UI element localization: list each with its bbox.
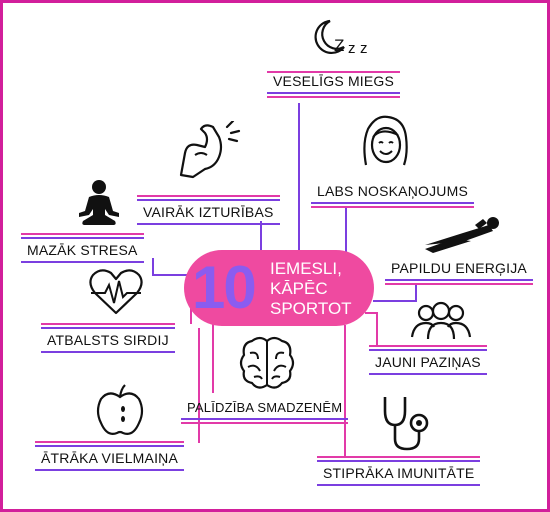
hub-line-2: KĀPĒC — [270, 279, 328, 298]
svg-text:z: z — [348, 40, 356, 57]
heart-pulse-icon — [89, 269, 143, 315]
sleep-zzz-icon: Z z z — [314, 19, 368, 57]
label-metabolism: ĀTRĀKA VIELMAIŅA — [35, 441, 185, 471]
hub-number: 10 — [192, 254, 257, 321]
label-friends: JAUNI PAZIŅAS — [369, 345, 487, 375]
hub-line-3: SPORTOT — [270, 299, 352, 318]
meditation-icon — [79, 180, 119, 225]
label-brain: PALĪDZĪBA SMADZENĒM — [181, 400, 349, 424]
label-mood-text: LABS NOSKAŅOJUMS — [317, 183, 469, 199]
smiling-woman-icon — [363, 115, 408, 166]
hub-line-1: IEMESLI, — [270, 259, 342, 278]
people-group-icon — [410, 301, 472, 340]
label-energy-text: PAPILDU ENERĢIJA — [391, 260, 527, 276]
label-mood: LABS NOSKAŅOJUMS — [311, 183, 475, 208]
label-energy: PAPILDU ENERĢIJA — [385, 260, 533, 285]
label-brain-text: PALĪDZĪBA SMADZENĒM — [187, 400, 343, 415]
label-friends-text: JAUNI PAZIŅAS — [375, 354, 481, 370]
brain-icon — [239, 336, 295, 389]
svg-text:z: z — [360, 40, 368, 57]
stethoscope-icon — [383, 397, 429, 451]
svg-text:Z: Z — [334, 36, 344, 55]
label-endurance: VAIRĀK IZTURĪBAS — [137, 195, 280, 225]
label-stress: MAZĀK STRESA — [21, 233, 144, 263]
label-heart-text: ATBALSTS SIRDIJ — [47, 332, 169, 348]
label-sleep-text: VESELĪGS MIEGS — [273, 73, 395, 89]
label-sleep: VESELĪGS MIEGS — [267, 71, 401, 98]
apple-icon — [96, 384, 144, 435]
label-immunity: STIPRĀKA IMUNITĀTE — [317, 456, 481, 486]
flying-superhero-icon — [425, 217, 499, 253]
label-stress-text: MAZĀK STRESA — [27, 242, 138, 258]
center-hub: 10 IEMESLI, KĀPĒC SPORTOT — [184, 250, 374, 326]
label-immunity-text: STIPRĀKA IMUNITĀTE — [323, 465, 475, 481]
label-endurance-text: VAIRĀK IZTURĪBAS — [143, 204, 274, 220]
label-metabolism-text: ĀTRĀKA VIELMAIŅA — [41, 450, 179, 466]
label-heart: ATBALSTS SIRDIJ — [41, 323, 175, 353]
flexed-arm-icon — [179, 121, 241, 179]
hub-title: IEMESLI, KĀPĒC SPORTOT — [270, 259, 352, 319]
